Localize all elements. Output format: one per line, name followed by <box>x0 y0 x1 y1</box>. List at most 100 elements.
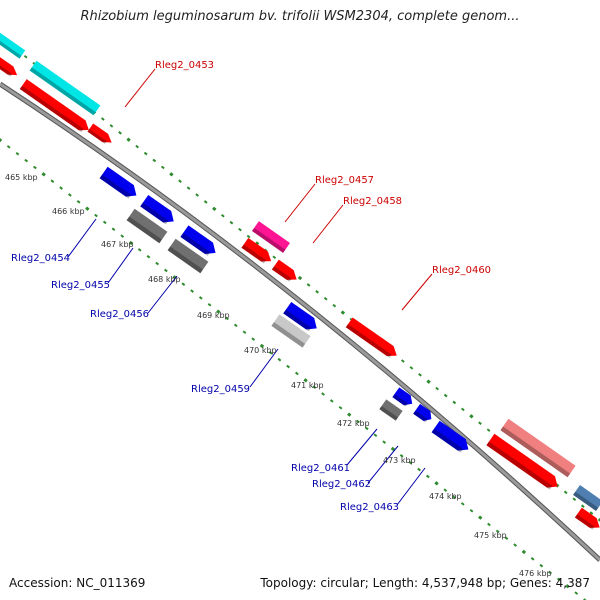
outer-tick-dot <box>589 511 594 515</box>
gene-arrow[interactable] <box>413 403 435 424</box>
inner-tick-dot <box>137 248 142 252</box>
inner-tick-dot <box>495 529 500 534</box>
outer-tick-dot <box>452 400 457 405</box>
gene-arrow[interactable] <box>167 238 209 274</box>
outer-tick-dot <box>426 379 431 384</box>
kbp-tick-label: 472 kbp <box>337 419 370 428</box>
accession-text: Accession: NC_011369 <box>9 576 146 590</box>
inner-tick-dot <box>41 172 46 177</box>
inner-tick-dot <box>94 213 98 218</box>
inner-tick-dot <box>207 303 212 307</box>
inner-tick-dot <box>548 570 552 575</box>
inner-tick-dot <box>33 165 37 170</box>
leader-0455 <box>107 247 134 284</box>
outer-tick-dot <box>572 497 577 502</box>
gene-label-rleg2-0455[interactable]: Rleg2_0455 <box>51 280 110 291</box>
inner-tick-dot <box>321 392 325 396</box>
outer-tick-dot <box>229 220 234 225</box>
kbp-tick-label: 470 kbp <box>244 346 277 355</box>
inner-tick-dot <box>382 440 387 444</box>
leader-0458 <box>312 204 344 244</box>
inner-tick-dot <box>268 351 273 355</box>
map-title: Rhizobium leguminosarum bv. trifolii WSM… <box>80 9 520 24</box>
outer-tick-dot <box>254 241 260 246</box>
gene-arrow[interactable] <box>99 166 141 201</box>
gene-features <box>0 27 600 533</box>
inner-tick-dot <box>102 220 107 225</box>
inner-tick-dot <box>312 385 317 389</box>
gene-arrow[interactable] <box>180 225 219 258</box>
gene-arrow[interactable] <box>271 314 311 348</box>
gene-label-rleg2-0457[interactable]: Rleg2_0457 <box>315 175 374 186</box>
gene-label-rleg2-0458[interactable]: Rleg2_0458 <box>343 196 402 207</box>
gene-label-rleg2-0461[interactable]: Rleg2_0461 <box>291 463 350 474</box>
inner-tick-dot <box>574 591 579 595</box>
leader-0463 <box>396 467 426 506</box>
gene-arrow[interactable] <box>126 208 168 244</box>
outer-tick-dot <box>126 137 131 142</box>
gene-arrow[interactable] <box>29 60 101 116</box>
gene-arrow[interactable] <box>0 27 26 59</box>
outer-tick-dot <box>238 227 242 232</box>
kbp-tick-label: 476 kbp <box>519 569 552 578</box>
gene-arrow[interactable] <box>345 317 400 360</box>
gene-arrow[interactable] <box>392 387 415 408</box>
inner-tick-dot <box>487 522 491 527</box>
outer-tick-dot <box>460 407 465 412</box>
gene-label-rleg2-0459[interactable]: Rleg2_0459 <box>191 384 250 395</box>
inner-tick-dot <box>216 309 221 314</box>
gene-label-rleg2-0456[interactable]: Rleg2_0456 <box>90 309 149 320</box>
gene-arrow[interactable] <box>283 301 321 334</box>
gene-arrow[interactable] <box>0 52 20 80</box>
kbp-tick-label: 467 kbp <box>101 240 134 249</box>
inner-tick-dot <box>155 261 160 266</box>
gene-arrow[interactable] <box>251 221 291 253</box>
inner-tick-dot <box>303 378 308 383</box>
gene-arrow[interactable] <box>19 79 92 135</box>
gene-arrow[interactable] <box>140 194 178 227</box>
inner-tick-dot <box>565 584 570 589</box>
gene-label-rleg2-0462[interactable]: Rleg2_0462 <box>312 479 371 490</box>
inner-tick-dot <box>443 488 448 492</box>
inner-tick-dot <box>469 508 474 513</box>
inner-tick-dot <box>504 536 509 540</box>
gene-label-rleg2-0453[interactable]: Rleg2_0453 <box>155 60 214 71</box>
outer-tick-dot <box>332 303 337 308</box>
inner-tick-dot <box>111 227 116 232</box>
inner-tick-dot <box>347 412 352 417</box>
gene-arrow[interactable] <box>431 420 473 455</box>
inner-tick-dot <box>390 446 396 452</box>
leader-0461 <box>346 428 378 466</box>
outer-tick-dot <box>203 200 208 204</box>
outer-tick-dot <box>23 54 28 59</box>
gene-arrow[interactable] <box>486 433 561 493</box>
inner-tick-dot <box>338 405 343 410</box>
inner-tick-dot <box>452 495 456 499</box>
outer-tick-dot <box>400 359 405 363</box>
inner-tick-dot <box>242 330 247 335</box>
outer-tick-dot <box>143 151 148 156</box>
gene-arrow[interactable] <box>573 485 600 511</box>
inner-tick-dot <box>6 145 11 149</box>
gene-arrow[interactable] <box>87 123 114 146</box>
outer-tick-dot <box>580 504 585 508</box>
inner-tick-dot <box>556 577 561 582</box>
kbp-tick-label: 474 kbp <box>429 492 462 501</box>
outer-tick-dot <box>178 179 182 183</box>
gene-arrow[interactable] <box>271 259 300 285</box>
gene-arrow[interactable] <box>241 237 274 266</box>
gene-arrow[interactable] <box>574 507 600 533</box>
inner-tick-dot <box>425 474 430 479</box>
inner-tick-dot <box>364 426 369 431</box>
inner-tick-dot <box>539 563 544 568</box>
outer-tick-dot <box>443 393 448 398</box>
outer-tick-dot <box>118 131 122 135</box>
outer-tick-dot <box>169 172 174 177</box>
kbp-tick-label: 471 kbp <box>291 381 324 390</box>
gene-label-rleg2-0454[interactable]: Rleg2_0454 <box>11 253 70 264</box>
gene-label-rleg2-0463[interactable]: Rleg2_0463 <box>340 502 399 513</box>
gene-arrow[interactable] <box>379 399 403 421</box>
outer-tick-dot <box>409 366 414 370</box>
gene-arrow[interactable] <box>500 418 576 478</box>
gene-label-rleg2-0460[interactable]: Rleg2_0460 <box>432 265 491 276</box>
